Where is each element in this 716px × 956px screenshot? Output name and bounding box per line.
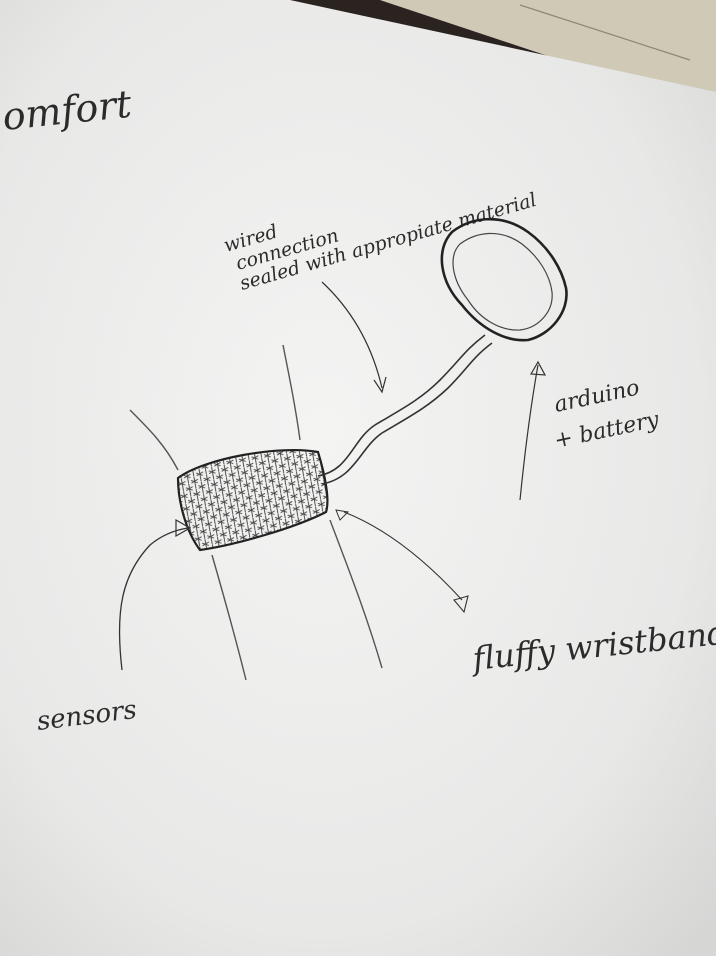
sketch-photo: omfort wired connection sealed with appr…	[0, 0, 716, 956]
sketch-canvas: omfort wired connection sealed with appr…	[0, 0, 716, 956]
paper-sheet	[0, 0, 716, 956]
